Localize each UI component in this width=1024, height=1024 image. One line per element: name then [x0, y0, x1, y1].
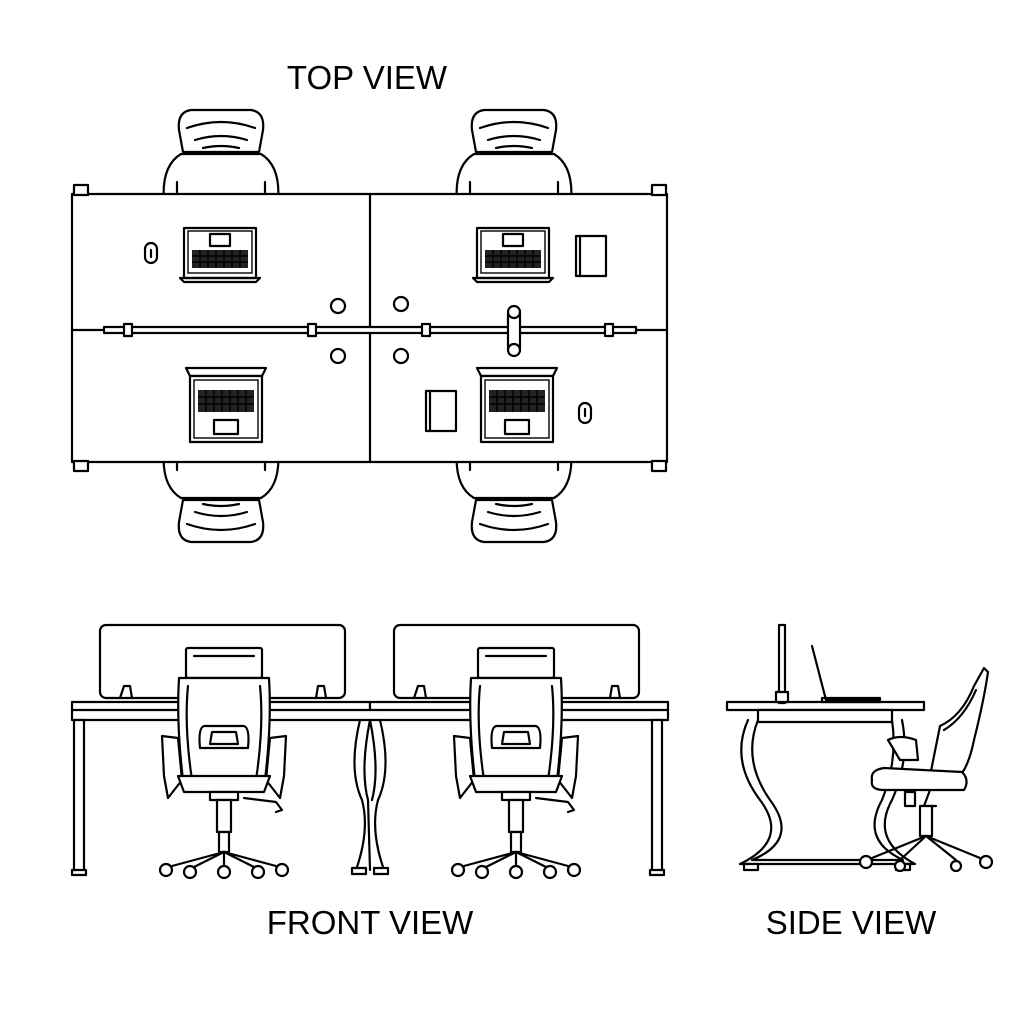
laptop-icon: [184, 366, 268, 444]
top-view-label: TOP VIEW: [287, 59, 448, 96]
mouse-icon: [577, 401, 593, 425]
cable-grommet-icon: [392, 347, 410, 365]
laptop-icon: [471, 226, 555, 284]
top-view: [70, 108, 669, 544]
office-chair: [158, 646, 290, 880]
front-view-label: FRONT VIEW: [267, 904, 474, 941]
laptop-icon: [178, 226, 262, 284]
laptop-icon: [475, 366, 559, 444]
front-view: [70, 623, 670, 880]
mouse-icon: [143, 241, 159, 265]
office-chair-side: [858, 666, 994, 873]
side-view: [725, 623, 994, 873]
cable-grommet-icon: [329, 297, 347, 315]
notebook-icon: [574, 234, 608, 278]
notebook-icon: [424, 389, 458, 433]
cable-grommet-icon: [329, 347, 347, 365]
cable-grommet-icon: [392, 295, 410, 313]
side-view-label: SIDE VIEW: [766, 904, 937, 941]
desk-divider: [102, 325, 638, 335]
office-chair: [450, 646, 582, 880]
